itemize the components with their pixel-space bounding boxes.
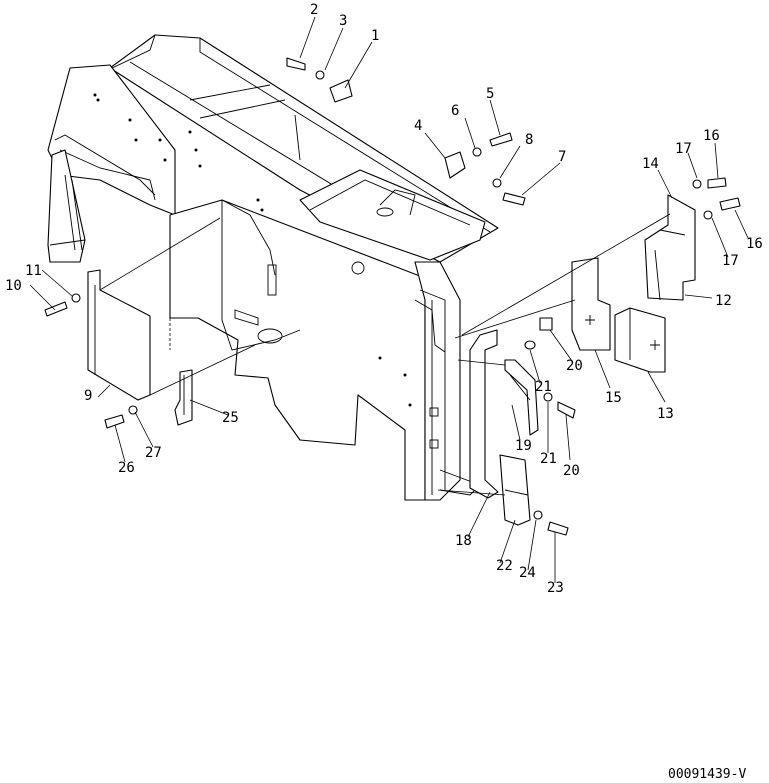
callout-9: 9 bbox=[84, 388, 92, 404]
callout-20-bottom: 20 bbox=[563, 463, 580, 479]
callout-18: 18 bbox=[455, 533, 472, 549]
callout-16-top: 16 bbox=[703, 128, 720, 144]
part-19-bracket bbox=[504, 359, 539, 436]
callout-17-right: 17 bbox=[722, 253, 739, 269]
callout-7: 7 bbox=[558, 149, 566, 165]
callout-21-top: 21 bbox=[535, 379, 552, 395]
callout-26: 26 bbox=[118, 460, 135, 476]
callout-16-right: 16 bbox=[746, 236, 763, 252]
callout-10: 10 bbox=[5, 278, 22, 294]
callout-23: 23 bbox=[547, 580, 564, 596]
callout-19: 19 bbox=[515, 438, 532, 454]
callout-1: 1 bbox=[371, 28, 379, 44]
callout-14: 14 bbox=[642, 156, 659, 172]
part-22-plate bbox=[499, 454, 531, 526]
leader-lines bbox=[29, 16, 749, 583]
callout-24: 24 bbox=[519, 565, 536, 581]
callout-8: 8 bbox=[525, 132, 533, 148]
main-frame bbox=[47, 34, 499, 501]
drawing-code: 00091439-V bbox=[668, 767, 746, 782]
callout-22: 22 bbox=[496, 558, 513, 574]
callout-6: 6 bbox=[451, 103, 459, 119]
callout-12: 12 bbox=[715, 293, 732, 309]
callout-17-top: 17 bbox=[675, 141, 692, 157]
callout-2: 2 bbox=[310, 2, 318, 18]
callout-20-top: 20 bbox=[566, 358, 583, 374]
callout-13: 13 bbox=[657, 406, 674, 422]
part-9-side-cover bbox=[87, 269, 151, 401]
callout-3: 3 bbox=[339, 13, 347, 29]
callout-15: 15 bbox=[605, 390, 622, 406]
callout-11: 11 bbox=[25, 263, 42, 279]
part-15-plate bbox=[571, 257, 611, 351]
part-18-strip bbox=[469, 329, 499, 499]
callout-27: 27 bbox=[145, 445, 162, 461]
callout-25: 25 bbox=[222, 410, 239, 426]
part-13-block bbox=[614, 307, 666, 373]
callout-4: 4 bbox=[414, 118, 422, 134]
part-14-panel bbox=[644, 194, 696, 301]
callout-5: 5 bbox=[486, 86, 494, 102]
part-25-u-bolt bbox=[174, 369, 193, 426]
callout-labels: 1 2 3 4 5 6 7 8 9 10 11 12 13 14 15 16 1… bbox=[5, 2, 763, 596]
callout-21-bottom: 21 bbox=[540, 451, 557, 467]
